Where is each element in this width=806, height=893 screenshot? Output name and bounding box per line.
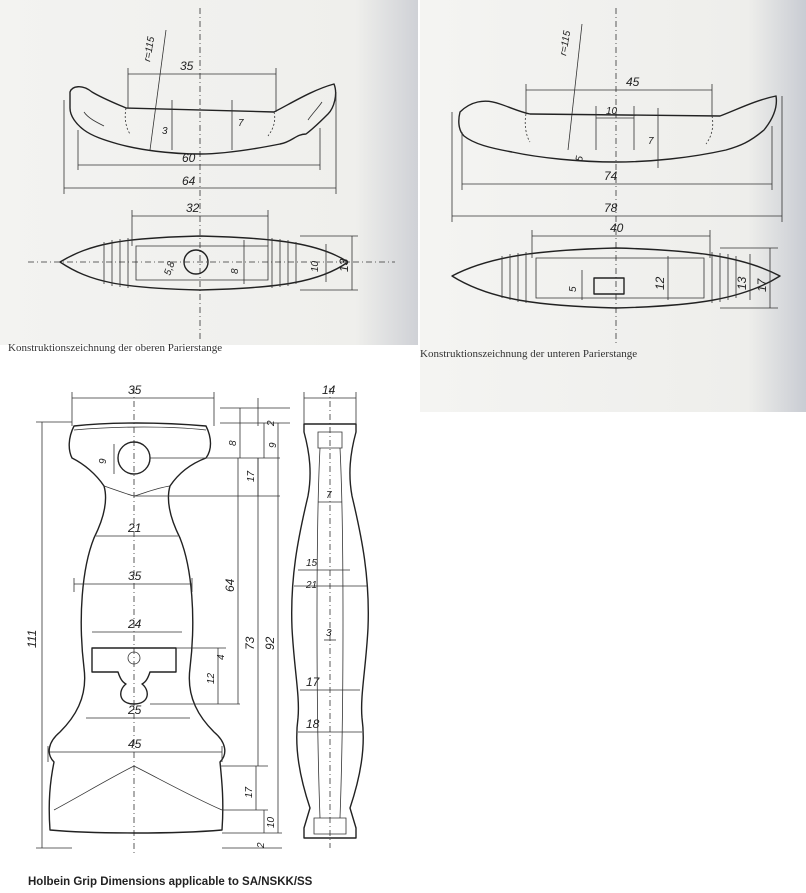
upper-side-ridges — [83, 101, 323, 127]
upper-plan-grooves — [103, 238, 297, 288]
grip-side-dim-15: 15 — [306, 558, 318, 569]
grip-side-dim-17: 17 — [306, 675, 321, 689]
lower-side-outline — [458, 95, 778, 163]
lower-plan-grooves — [501, 252, 737, 303]
upper-plan-outline — [59, 235, 349, 291]
lower-dim-74: 74 — [604, 169, 618, 183]
grip-side-dim-3: 3 — [326, 628, 332, 639]
upper-guard-caption: Konstruktionszeichnung der oberen Parier… — [8, 342, 223, 354]
upper-plan-hole — [183, 249, 209, 275]
upper-plan-slot — [135, 245, 269, 281]
grip-front-ferrule-line — [103, 485, 171, 497]
lower-radius-label: r=115 — [558, 29, 573, 56]
grip-side-dim-21: 21 — [305, 580, 317, 591]
grip-dim-45: 45 — [128, 737, 142, 751]
upper-dim-13: 13 — [337, 258, 351, 272]
lower-dim-7: 7 — [648, 136, 654, 147]
upper-radius-label: r=115 — [142, 35, 157, 62]
upper-guard-drawing: r=115 35 3 7 60 64 32 — [0, 0, 418, 345]
grip-dim-35-top: 35 — [128, 383, 142, 397]
grip-dim-hole-9: 9 — [98, 458, 109, 464]
upper-dim-10: 10 — [310, 260, 321, 272]
grip-keyhole — [91, 647, 177, 705]
lower-plan-outline — [451, 247, 781, 309]
grip-dim-12: 12 — [206, 672, 217, 684]
upper-dim-7: 7 — [238, 118, 244, 129]
grip-dim-9: 9 — [268, 442, 279, 448]
grip-side-ferrules — [313, 431, 347, 835]
grip-dim-73: 73 — [243, 636, 257, 650]
grip-dim-8: 8 — [228, 440, 239, 446]
grip-side-outline — [291, 423, 369, 839]
lower-plan-tang-hole — [593, 277, 625, 295]
upper-dim-35: 35 — [180, 59, 194, 73]
grip-dim-2-bottom: 2 — [256, 842, 267, 849]
upper-guard-svg: r=115 35 3 7 60 64 32 — [28, 8, 395, 340]
grip-front-base-curve — [53, 765, 223, 811]
lower-dim-10: 10 — [606, 106, 618, 117]
lower-dim-45: 45 — [626, 75, 640, 89]
upper-dim-8: 8 — [230, 268, 241, 274]
grip-dim-21: 21 — [127, 521, 141, 535]
lower-dim-12: 12 — [653, 276, 667, 290]
grip-side-dim-18: 18 — [306, 717, 320, 731]
lower-dim-17: 17 — [755, 277, 769, 292]
upper-dim-3: 3 — [162, 126, 168, 137]
grip-dim-25: 25 — [127, 703, 142, 717]
upper-dim-64: 64 — [182, 174, 196, 188]
lower-guard-caption: Konstruktionszeichnung der unteren Parie… — [420, 348, 638, 360]
lower-guard-drawing: r=115 45 10 5 7 74 78 — [420, 0, 806, 412]
grip-front-outline — [48, 422, 226, 834]
grip-dim-92: 92 — [263, 636, 277, 650]
grip-side-dim-7: 7 — [326, 490, 332, 501]
lower-dim-40: 40 — [610, 221, 624, 235]
grip-dim-24: 24 — [127, 617, 142, 631]
lower-plan-slot — [535, 257, 705, 299]
grip-dim-10: 10 — [266, 816, 277, 828]
grip-drawing: 35 9 21 35 24 25 45 111 2 8 — [0, 378, 395, 893]
grip-dim-64: 64 — [223, 578, 237, 592]
grip-dim-17-top: 17 — [246, 470, 257, 482]
grip-dim-4: 4 — [216, 654, 227, 660]
upper-dim-60: 60 — [182, 151, 196, 165]
lower-radius-line — [567, 23, 583, 151]
lower-side-hidden-lines — [524, 113, 714, 145]
upper-dim-32: 32 — [186, 201, 200, 215]
lower-dim-13: 13 — [735, 276, 749, 290]
grip-caption: Holbein Grip Dimensions applicable to SA… — [28, 876, 313, 888]
grip-dim-35-mid: 35 — [128, 569, 142, 583]
grip-side-inner-lines — [316, 447, 344, 819]
grip-svg: 35 9 21 35 24 25 45 111 2 8 — [25, 383, 369, 853]
upper-dim-hole: 5,8 — [162, 260, 177, 277]
grip-dim-2-top: 2 — [266, 420, 277, 427]
lower-dim-5: 5 — [574, 155, 586, 163]
upper-radius-line — [149, 29, 167, 151]
grip-dim-111: 111 — [25, 630, 39, 648]
upper-side-outline — [69, 83, 337, 155]
upper-side-hidden-lines — [124, 107, 276, 137]
grip-dim-17-bottom: 17 — [244, 786, 255, 798]
lower-guard-svg: r=115 45 10 5 7 74 78 — [451, 8, 783, 344]
lower-dim-5b: 5 — [568, 286, 579, 292]
lower-dim-78: 78 — [604, 201, 618, 215]
grip-side-dim-14: 14 — [322, 383, 336, 397]
